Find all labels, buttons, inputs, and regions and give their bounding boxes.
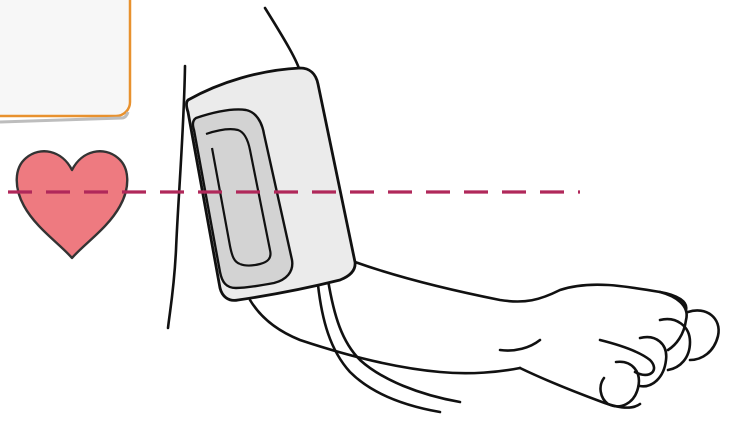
- forearm-bottom-edge: [248, 298, 522, 375]
- info-panel-box: [0, 0, 132, 118]
- info-panel-shadow: [0, 111, 130, 124]
- arm-outline: [166, 6, 720, 409]
- upper-arm-edge: [263, 6, 302, 74]
- thumb: [598, 338, 656, 377]
- torso-edge: [166, 64, 187, 330]
- tube-1: [316, 283, 442, 414]
- cuff-inner-line-2: [210, 147, 241, 266]
- palm-edge: [518, 366, 642, 409]
- cuff-tubes: [316, 278, 462, 414]
- finger-2: [686, 309, 720, 362]
- info-panel: [0, 0, 132, 124]
- tube-2: [326, 278, 462, 404]
- heart-icon: [15, 150, 129, 260]
- forearm-top-edge: [353, 260, 688, 312]
- cuff-inner-strap: [191, 108, 294, 290]
- finger-4: [638, 335, 668, 388]
- finger-1: [658, 290, 688, 352]
- cuff-inner-line: [205, 128, 272, 267]
- finger-3: [658, 317, 692, 372]
- wrist-crease: [498, 338, 542, 352]
- blood-pressure-cuff-icon: [185, 66, 357, 302]
- finger-5: [599, 360, 641, 408]
